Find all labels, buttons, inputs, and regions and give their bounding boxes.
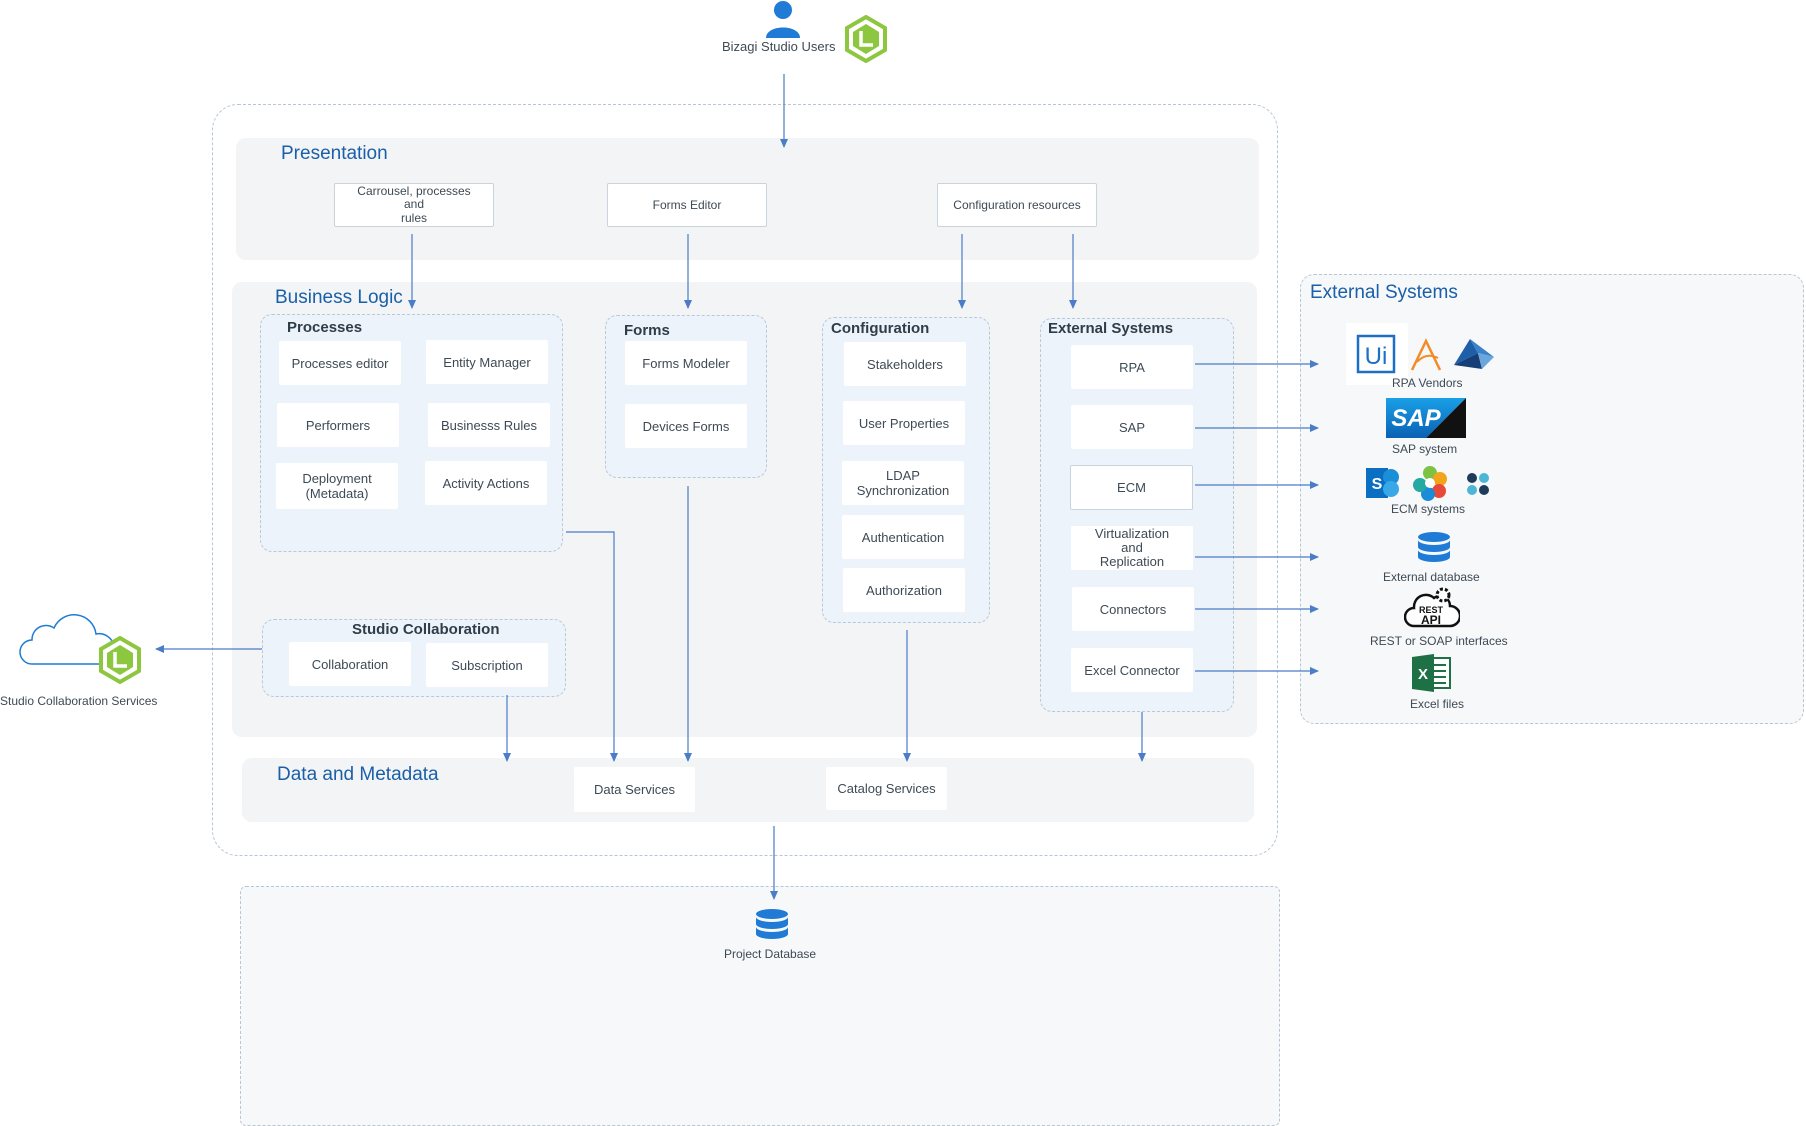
rpa-box[interactable]: RPA — [1071, 345, 1193, 389]
authorization-box[interactable]: Authorization — [843, 568, 965, 612]
ldap-synchronization-box[interactable]: LDAP Synchronization — [842, 461, 964, 505]
alfresco-logo-icon — [1412, 465, 1448, 501]
sharepoint-logo-icon: S — [1365, 465, 1401, 501]
sap-system-label: SAP system — [1392, 442, 1458, 456]
processes-editor-box[interactable]: Processes editor — [279, 341, 401, 385]
svg-text:Ui: Ui — [1365, 343, 1388, 370]
excel-icon: X — [1412, 654, 1452, 692]
arrow-processes-to-data — [566, 531, 618, 762]
cmis-logo-icon — [1466, 472, 1490, 496]
processes-title: Processes — [287, 319, 363, 336]
automation-anywhere-logo-icon — [1408, 338, 1444, 372]
catalog-services-box[interactable]: Catalog Services — [826, 767, 947, 810]
data-metadata-title: Data and Metadata — [277, 764, 439, 785]
svg-text:REST: REST — [1419, 605, 1444, 615]
connectors-box[interactable]: Connectors — [1072, 587, 1194, 631]
rest-soap-label: REST or SOAP interfaces — [1370, 634, 1508, 648]
configuration-resources-box[interactable]: Configuration resources — [937, 183, 1097, 227]
svg-text:SAP: SAP — [1391, 405, 1441, 432]
external-panel-title: External Systems — [1310, 282, 1458, 303]
activity-actions-box[interactable]: Activity Actions — [425, 461, 547, 505]
external-systems-title: External Systems — [1048, 320, 1174, 337]
configuration-title: Configuration — [831, 320, 930, 337]
collab-services-label: Studio Collaboration Services — [0, 694, 158, 708]
bizagi-collab-logo-icon — [98, 635, 142, 685]
subscription-box[interactable]: Subscription — [426, 643, 548, 687]
entity-manager-box[interactable]: Entity Manager — [426, 340, 548, 384]
deployment-box[interactable]: Deployment (Metadata) — [276, 463, 398, 509]
studio-collaboration-title: Studio Collaboration — [352, 621, 500, 638]
sap-logo-icon: SAP — [1386, 398, 1466, 438]
svg-text:API: API — [1421, 613, 1441, 627]
carrousel-box[interactable]: Carrousel, processes and rules — [334, 183, 494, 227]
users-label: Bizagi Studio Users — [722, 39, 836, 54]
platform-container — [212, 104, 1278, 856]
presentation-title: Presentation — [281, 143, 388, 164]
user-icon — [764, 0, 802, 38]
forms-editor-box[interactable]: Forms Editor — [607, 183, 767, 227]
external-database-label: External database — [1383, 570, 1480, 584]
uipath-logo-icon: Ui — [1346, 323, 1408, 385]
excel-files-label: Excel files — [1410, 697, 1465, 711]
user-properties-box[interactable]: User Properties — [843, 401, 965, 445]
data-services-box[interactable]: Data Services — [574, 767, 695, 812]
external-database-icon — [1416, 531, 1452, 567]
project-database-icon — [754, 908, 790, 944]
stakeholders-box[interactable]: Stakeholders — [844, 342, 966, 386]
bizagi-logo-icon — [844, 14, 888, 64]
svg-text:X: X — [1418, 666, 1428, 683]
blue-prism-logo-icon — [1452, 335, 1496, 373]
excel-connector-box[interactable]: Excel Connector — [1071, 648, 1193, 692]
authentication-box[interactable]: Authentication — [842, 515, 964, 559]
rpa-vendors-label: RPA Vendors — [1392, 376, 1463, 390]
data-metadata-layer — [242, 758, 1254, 822]
forms-modeler-box[interactable]: Forms Modeler — [625, 341, 747, 385]
ecm-box[interactable]: ECM — [1070, 465, 1193, 510]
virtualization-replication-box[interactable]: Virtualization and Replication — [1071, 526, 1193, 570]
performers-box[interactable]: Performers — [277, 403, 399, 447]
ecm-systems-label: ECM systems — [1391, 502, 1466, 516]
forms-title: Forms — [624, 322, 670, 339]
svg-text:S: S — [1372, 476, 1383, 493]
business-logic-title: Business Logic — [275, 287, 403, 308]
business-rules-box[interactable]: Businesss Rules — [428, 403, 550, 447]
devices-forms-box[interactable]: Devices Forms — [625, 404, 747, 448]
collaboration-box[interactable]: Collaboration — [289, 642, 411, 686]
project-database-label: Project Database — [724, 947, 817, 961]
sap-box[interactable]: SAP — [1071, 405, 1193, 449]
